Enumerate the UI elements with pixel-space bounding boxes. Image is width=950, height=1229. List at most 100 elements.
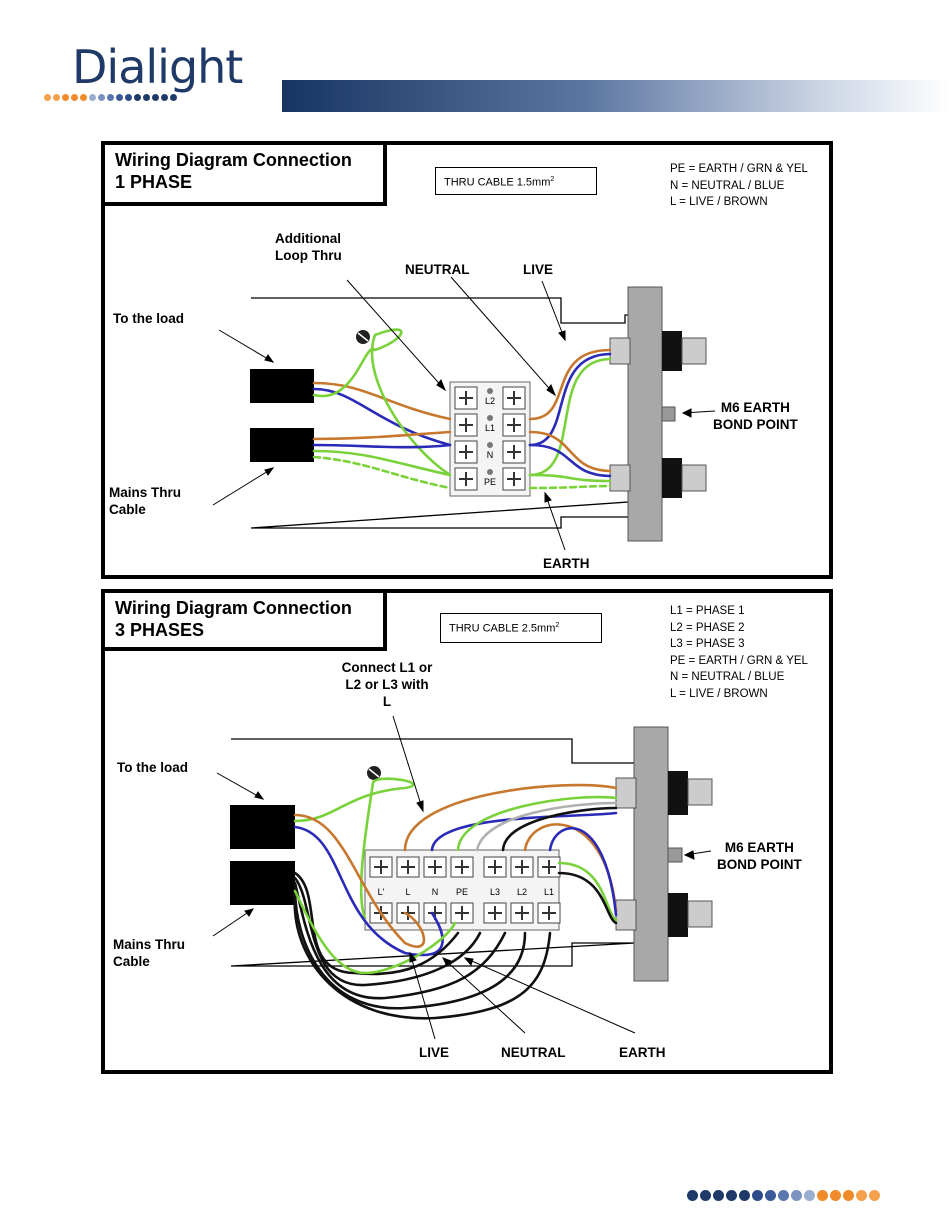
footer-dot bbox=[843, 1190, 854, 1201]
logo-dot bbox=[80, 94, 87, 101]
terminal-label: N bbox=[487, 450, 494, 460]
terminal-label: PE bbox=[484, 477, 496, 487]
logo-dot bbox=[170, 94, 177, 101]
title-box-1-phase: Wiring Diagram Connection 1 PHASE bbox=[105, 145, 387, 206]
terminal-screw bbox=[428, 860, 442, 874]
label-mains-thru-cable: Mains Thru Cable bbox=[113, 936, 185, 970]
title-line-2: 3 PHASES bbox=[115, 620, 205, 640]
terminal-screw bbox=[515, 860, 529, 874]
terminal-screw bbox=[374, 860, 388, 874]
logo-dots bbox=[44, 94, 177, 101]
terminal-screw bbox=[507, 445, 521, 459]
legend-item: L = LIVE / BROWN bbox=[670, 687, 768, 700]
cable-spec-text: THRU CABLE 2.5mm bbox=[449, 622, 556, 635]
load-cable-gland bbox=[230, 805, 295, 849]
terminal-label: L2 bbox=[517, 887, 527, 897]
label-line: BOND POINT bbox=[713, 417, 798, 432]
enclosure-outline bbox=[230, 738, 636, 967]
label-additional-loop: Additional Loop Thru bbox=[275, 230, 342, 264]
footer-dot bbox=[687, 1190, 698, 1201]
terminal-screw bbox=[507, 418, 521, 432]
logo-dot bbox=[98, 94, 105, 101]
terminal-screw bbox=[507, 391, 521, 405]
mains-cable-gland bbox=[230, 861, 295, 905]
title-box-3-phases: Wiring Diagram Connection 3 PHASES bbox=[105, 593, 387, 651]
label-live: LIVE bbox=[523, 262, 554, 277]
terminal-dot bbox=[487, 388, 493, 394]
label-m6-earth: M6 EARTH BOND POINT bbox=[717, 839, 802, 873]
footer-dot bbox=[765, 1190, 776, 1201]
title-line-1: Wiring Diagram Connection bbox=[115, 598, 352, 618]
logo-dot bbox=[134, 94, 141, 101]
footer-dot bbox=[830, 1190, 841, 1201]
terminal-screw bbox=[455, 860, 469, 874]
footer-dot bbox=[739, 1190, 750, 1201]
label-line: Loop Thru bbox=[275, 248, 342, 263]
terminal-label: L1 bbox=[485, 423, 495, 433]
label-line: Connect L1 or bbox=[341, 660, 433, 675]
label-line: M6 EARTH bbox=[724, 840, 794, 855]
cable-spec-1-phase: THRU CABLE 1.5mm2 bbox=[435, 167, 597, 195]
legend-item: PE = EARTH / GRN & YEL bbox=[670, 654, 808, 667]
legend-item: N = NEUTRAL / BLUE bbox=[670, 671, 785, 683]
logo-dot bbox=[161, 94, 168, 101]
footer-dot bbox=[804, 1190, 815, 1201]
legend-item: L = LIVE / BROWN bbox=[670, 196, 768, 208]
logo-dot bbox=[71, 94, 78, 101]
cable-spec-3-phases: THRU CABLE 2.5mm2 bbox=[440, 613, 602, 643]
terminal-dot bbox=[487, 469, 493, 475]
logo-dot bbox=[62, 94, 69, 101]
label-line: Cable bbox=[109, 502, 146, 517]
legend-item: N = NEUTRAL / BLUE bbox=[670, 179, 785, 192]
terminal-label: L3 bbox=[490, 887, 500, 897]
logo-dot bbox=[125, 94, 132, 101]
terminal-dot bbox=[487, 442, 493, 448]
logo-dot bbox=[116, 94, 123, 101]
footer-dot bbox=[726, 1190, 737, 1201]
terminal-screw bbox=[507, 472, 521, 486]
mounting-bracket bbox=[633, 726, 669, 982]
cable-spec-sup: 2 bbox=[550, 176, 555, 183]
label-line: Cable bbox=[113, 954, 150, 969]
footer-dot bbox=[778, 1190, 789, 1201]
mounting-bracket bbox=[627, 286, 663, 542]
label-line: M6 EARTH bbox=[720, 400, 790, 415]
terminal-screw bbox=[459, 418, 473, 432]
terminal-screw bbox=[542, 906, 556, 920]
terminal-label: L1 bbox=[544, 887, 554, 897]
footer-dot bbox=[752, 1190, 763, 1201]
terminal-label: L2 bbox=[485, 396, 495, 406]
legend-item: L3 = PHASE 3 bbox=[670, 638, 745, 650]
terminal-dot bbox=[487, 415, 493, 421]
mains-cable-gland bbox=[250, 428, 314, 462]
label-earth: EARTH bbox=[619, 1045, 666, 1060]
label-line: Additional bbox=[275, 231, 341, 246]
label-m6-earth: M6 EARTH BOND POINT bbox=[713, 399, 798, 433]
legend-item: PE = EARTH / GRN & YEL bbox=[670, 163, 808, 175]
legend-item: L2 = PHASE 2 bbox=[670, 621, 745, 634]
cable-spec-text: THRU CABLE 1.5mm bbox=[444, 176, 551, 189]
terminal-screw bbox=[488, 906, 502, 920]
terminal-screw bbox=[459, 391, 473, 405]
m6-earth-bond-point bbox=[667, 847, 683, 863]
footer-dot bbox=[869, 1190, 880, 1201]
load-cable-gland bbox=[250, 369, 314, 403]
title-line-1: Wiring Diagram Connection bbox=[115, 150, 352, 170]
label-mains-thru-cable: Mains Thru Cable bbox=[109, 484, 181, 518]
terminal-screw bbox=[459, 472, 473, 486]
label-to-the-load: To the load bbox=[113, 311, 184, 326]
cable-spec-sup: 2 bbox=[555, 622, 560, 629]
footer-dot bbox=[700, 1190, 711, 1201]
label-line: L bbox=[382, 694, 392, 709]
terminal-label: N bbox=[432, 887, 439, 897]
logo-dot bbox=[44, 94, 51, 101]
terminal-label: PE bbox=[456, 887, 468, 897]
terminal-label: L bbox=[405, 887, 410, 897]
label-earth: EARTH bbox=[543, 556, 590, 571]
